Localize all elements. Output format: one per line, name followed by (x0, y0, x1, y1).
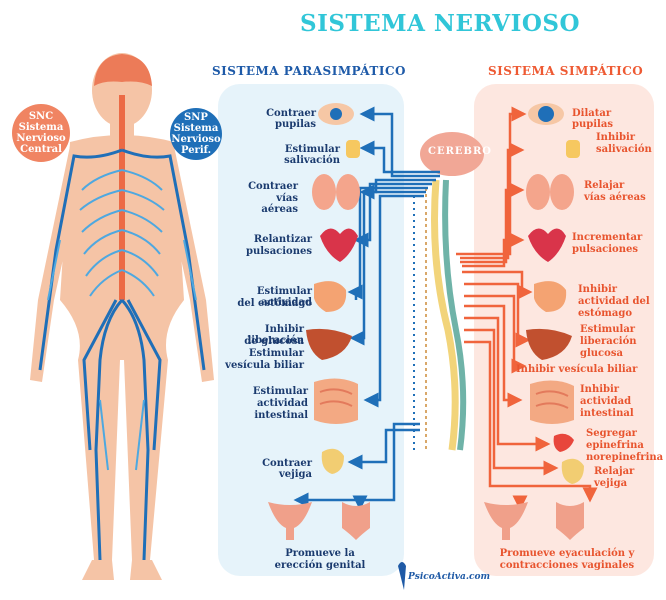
simp-organs (484, 103, 584, 540)
simp-label-airways-1: Relajar (584, 180, 625, 191)
para-label-liver-2: de glucosa (244, 336, 304, 347)
para-label-liver-1: Inhibir liberación (247, 324, 304, 346)
para-label-bladder: Contraer vejiga (262, 458, 312, 480)
para-label-liver-3: Estimular (248, 348, 304, 359)
simp-label-gallbladder: Inhibir vesícula biliar (516, 364, 638, 375)
heart-icon (528, 228, 566, 262)
para-label-stomach-1: Estimular actividad (256, 286, 312, 308)
para-label-heart-1: Relantizar (253, 234, 312, 245)
simp-label-genital-1: Promueve eyaculación y (499, 548, 635, 559)
parasympathetic-heading: SISTEMA PARASIMPÁTICO (212, 64, 406, 78)
para-label-saliva: Estimular salivación (284, 144, 340, 166)
simp-label-adrenal-3: norepinefrina (586, 452, 664, 463)
simp-label-liver-1: Estimular (580, 324, 636, 335)
para-label-airways-2: vías aéreas (261, 193, 298, 215)
heart-icon (320, 228, 358, 262)
liver-icon (526, 328, 572, 360)
simp-label-liver-3: glucosa (580, 348, 623, 359)
simp-label-pupils: Dilatar pupilas (572, 108, 613, 130)
stomach-icon (534, 281, 567, 312)
bladder-icon (561, 458, 584, 484)
adrenal-gland-icon (553, 433, 574, 452)
simp-label-stomach-2: actividad del (578, 296, 650, 307)
lungs-icon (312, 174, 360, 210)
lungs-icon (526, 174, 574, 210)
para-organs (268, 103, 370, 540)
para-label-heart-2: pulsaciones (246, 246, 312, 257)
sympathetic-nerves (456, 106, 598, 511)
simp-label-saliva-2: salivación (596, 144, 652, 155)
salivary-gland-icon (346, 140, 360, 158)
sympathetic-heading: SISTEMA SIMPÁTICO (488, 64, 644, 78)
simp-label-liver-2: liberación (580, 336, 637, 347)
simp-label-adrenal-1: Segregar (586, 428, 637, 439)
uterus-icon (268, 502, 312, 540)
simp-label-heart-2: pulsaciones (572, 244, 638, 255)
spinal-chain (413, 179, 467, 451)
male-genital-icon (556, 502, 584, 540)
cerebro-shape (420, 132, 484, 176)
para-label-pupils: Contraer pupilas (266, 108, 316, 130)
simp-label-stomach-1: Inhibir (578, 284, 618, 295)
page-title: SISTEMA NERVIOSO (300, 10, 581, 37)
simp-label-intestine-3: intestinal (580, 408, 634, 419)
simp-label-intestine-2: actividad (580, 396, 632, 407)
brain-icon (94, 54, 152, 86)
simp-label-airways-2: vías aéreas (584, 192, 646, 203)
simp-label-heart-1: Incrementar (572, 232, 643, 243)
salivary-gland-icon (566, 140, 580, 158)
simp-label-intestine-1: Inhibir (580, 384, 620, 395)
cerebro-label: CEREBRO (428, 146, 492, 157)
simp-label-bladder-2: vejiga (594, 478, 628, 489)
logo-icon (398, 562, 406, 590)
intestine-icon (314, 378, 358, 424)
uterus-icon (484, 502, 528, 540)
parasympathetic-nerves (293, 106, 440, 511)
logo-text: PsicoActiva.com (408, 572, 490, 582)
para-label-intestine-1: Estimular (252, 386, 308, 397)
stomach-icon (314, 281, 347, 312)
liver-icon (306, 328, 352, 360)
para-label-intestine-3: intestinal (254, 410, 308, 421)
human-body-figure (30, 53, 214, 580)
bladder-icon (321, 448, 344, 474)
simp-label-stomach-3: estómago (578, 308, 633, 319)
simp-label-saliva-1: Inhibir (596, 132, 636, 143)
para-label-airways-1: Contraer (248, 181, 298, 192)
snp-badge: SNP Sistema Nervioso Perif. (170, 108, 222, 160)
simp-label-bladder-1: Relajar (594, 466, 635, 477)
simp-label-adrenal-2: epinefrina (586, 440, 644, 451)
para-label-genital-1: Promueve la (285, 548, 355, 559)
para-label-stomach-2: del estómago (237, 298, 312, 309)
para-label-genital-2: erección genital (274, 560, 366, 571)
snc-badge: SNC Sistema Nervioso Central (12, 104, 70, 162)
simp-label-genital-2: contracciones vaginales (499, 560, 635, 571)
para-label-liver-4: vesícula biliar (225, 360, 304, 371)
intestine-icon (530, 380, 574, 424)
para-label-intestine-2: actividad (256, 398, 308, 409)
male-genital-icon (342, 502, 370, 540)
